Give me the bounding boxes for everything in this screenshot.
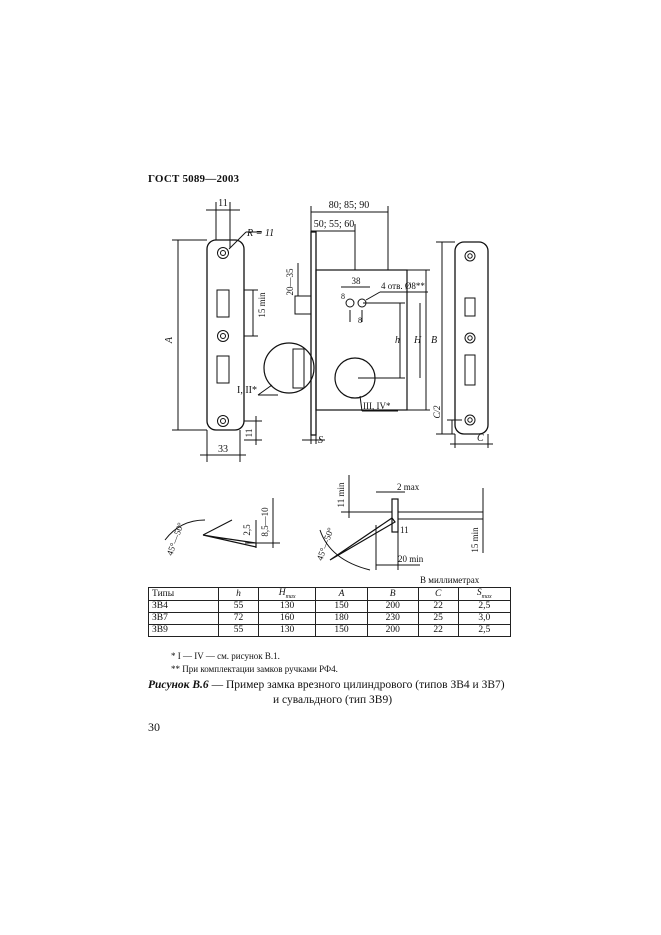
header-Hmax: Hmax xyxy=(257,587,317,601)
header-types: Типы xyxy=(147,587,220,601)
table-cell: 130 xyxy=(257,623,317,637)
bolt-dim-11min: 11 min xyxy=(336,482,346,507)
dim-C-half: C/2 xyxy=(432,405,442,419)
dim-8-b: 8 xyxy=(358,316,362,325)
latch-angle: 45°—50° xyxy=(165,521,186,557)
marker-III-IV: III, IV* xyxy=(363,401,391,411)
document-header: ГОСТ 5089—2003 xyxy=(148,173,240,185)
header-A: A xyxy=(315,587,368,601)
dim-80-85-90: 80; 85; 90 xyxy=(329,200,370,211)
dim-A: A xyxy=(164,336,175,344)
latch-detail xyxy=(164,498,280,548)
dim-C: C xyxy=(477,433,484,444)
table-row: ЗВ9 55 130 150 200 22 2,5 xyxy=(147,623,512,637)
table-cell: 55 xyxy=(218,623,259,637)
bolt-dim-20min: 20 min xyxy=(398,554,424,564)
table-cell: 3,0 xyxy=(457,611,512,625)
dim-33: 33 xyxy=(218,444,228,455)
table-cell: 22 xyxy=(417,599,459,613)
table-cell: 200 xyxy=(366,623,419,637)
table-cell: 130 xyxy=(257,599,317,613)
table-cell: 150 xyxy=(315,623,368,637)
label-holes: 4 отв. Ø8** xyxy=(381,281,425,291)
dim-8-a: 8 xyxy=(341,292,345,301)
dim-radius: R = 11 xyxy=(246,228,274,239)
dim-15min-front: 15 min xyxy=(257,292,267,318)
table-cell: 55 xyxy=(218,599,259,613)
table-row: ЗВ4 55 130 150 200 22 2,5 xyxy=(147,599,512,613)
table-cell: ЗВ4 xyxy=(147,599,220,613)
footnote-1: * I — IV — см. рисунок В.1. xyxy=(171,651,280,661)
table-cell: 72 xyxy=(218,611,259,625)
caption-text-1: — Пример замка врезного цилиндрового (ти… xyxy=(208,679,505,691)
dim-h: h xyxy=(395,335,400,346)
header-B: B xyxy=(366,587,419,601)
latch-dim-2-5: 2,5 xyxy=(242,524,252,536)
table-cell: ЗВ9 xyxy=(147,623,220,637)
header-h: h xyxy=(218,587,259,601)
table-header-row: Типы h Hmax A B C Smax xyxy=(147,587,512,601)
header-C: C xyxy=(417,587,459,601)
bolt-angle: 45°—50° xyxy=(315,526,336,562)
table-row: ЗВ7 72 160 180 230 25 3,0 xyxy=(147,611,512,625)
bolt-dim-15min: 15 min xyxy=(470,527,480,553)
dim-H: H xyxy=(413,335,422,346)
table-cell: 2,5 xyxy=(457,623,512,637)
side-view xyxy=(263,206,430,444)
table-cell: 2,5 xyxy=(457,599,512,613)
dim-11-bottom: 11 xyxy=(244,429,254,438)
table-cell: 22 xyxy=(417,623,459,637)
table-cell: 230 xyxy=(366,611,419,625)
marker-I-II: I, II* xyxy=(237,385,257,396)
table-cell: 200 xyxy=(366,599,419,613)
types-table: Типы h Hmax A B C Smax ЗВ4 55 130 150 20… xyxy=(147,587,512,637)
technical-drawing: 11 R = 11 A 15 min 11 33 I, II* 80; 85; … xyxy=(164,198,493,571)
faceplate-view xyxy=(436,241,493,448)
figure-caption: Рисунок В.6 — Пример замка врезного цили… xyxy=(148,679,505,691)
latch-dim-8-5-10: 8,5—10 xyxy=(260,507,270,537)
dim-38: 38 xyxy=(352,276,362,286)
footnote-2: ** При комплектации замков ручками РФ4. xyxy=(171,664,338,674)
dim-S: S xyxy=(318,435,323,446)
caption-text-2: и сувальдного (тип ЗВ9) xyxy=(273,694,393,706)
units-note: В миллиметрах xyxy=(420,575,480,585)
bolt-dim-11: 11 xyxy=(400,525,409,535)
bolt-dim-2max: 2 max xyxy=(397,482,420,492)
bolt-detail xyxy=(319,475,484,571)
table-cell: 150 xyxy=(315,599,368,613)
dim-20-35: 20—35 xyxy=(285,268,295,296)
header-Smax: Smax xyxy=(457,587,512,601)
table-cell: 25 xyxy=(417,611,459,625)
table-cell: 180 xyxy=(315,611,368,625)
dim-50-55-60: 50; 55; 60 xyxy=(314,219,355,230)
front-view xyxy=(172,202,278,462)
dim-11-top: 11 xyxy=(218,198,228,209)
table-cell: ЗВ7 xyxy=(147,611,220,625)
page-number: 30 xyxy=(148,720,160,734)
table-cell: 160 xyxy=(257,611,317,625)
caption-label: Рисунок В.6 xyxy=(148,679,209,691)
dim-B: B xyxy=(431,335,437,346)
